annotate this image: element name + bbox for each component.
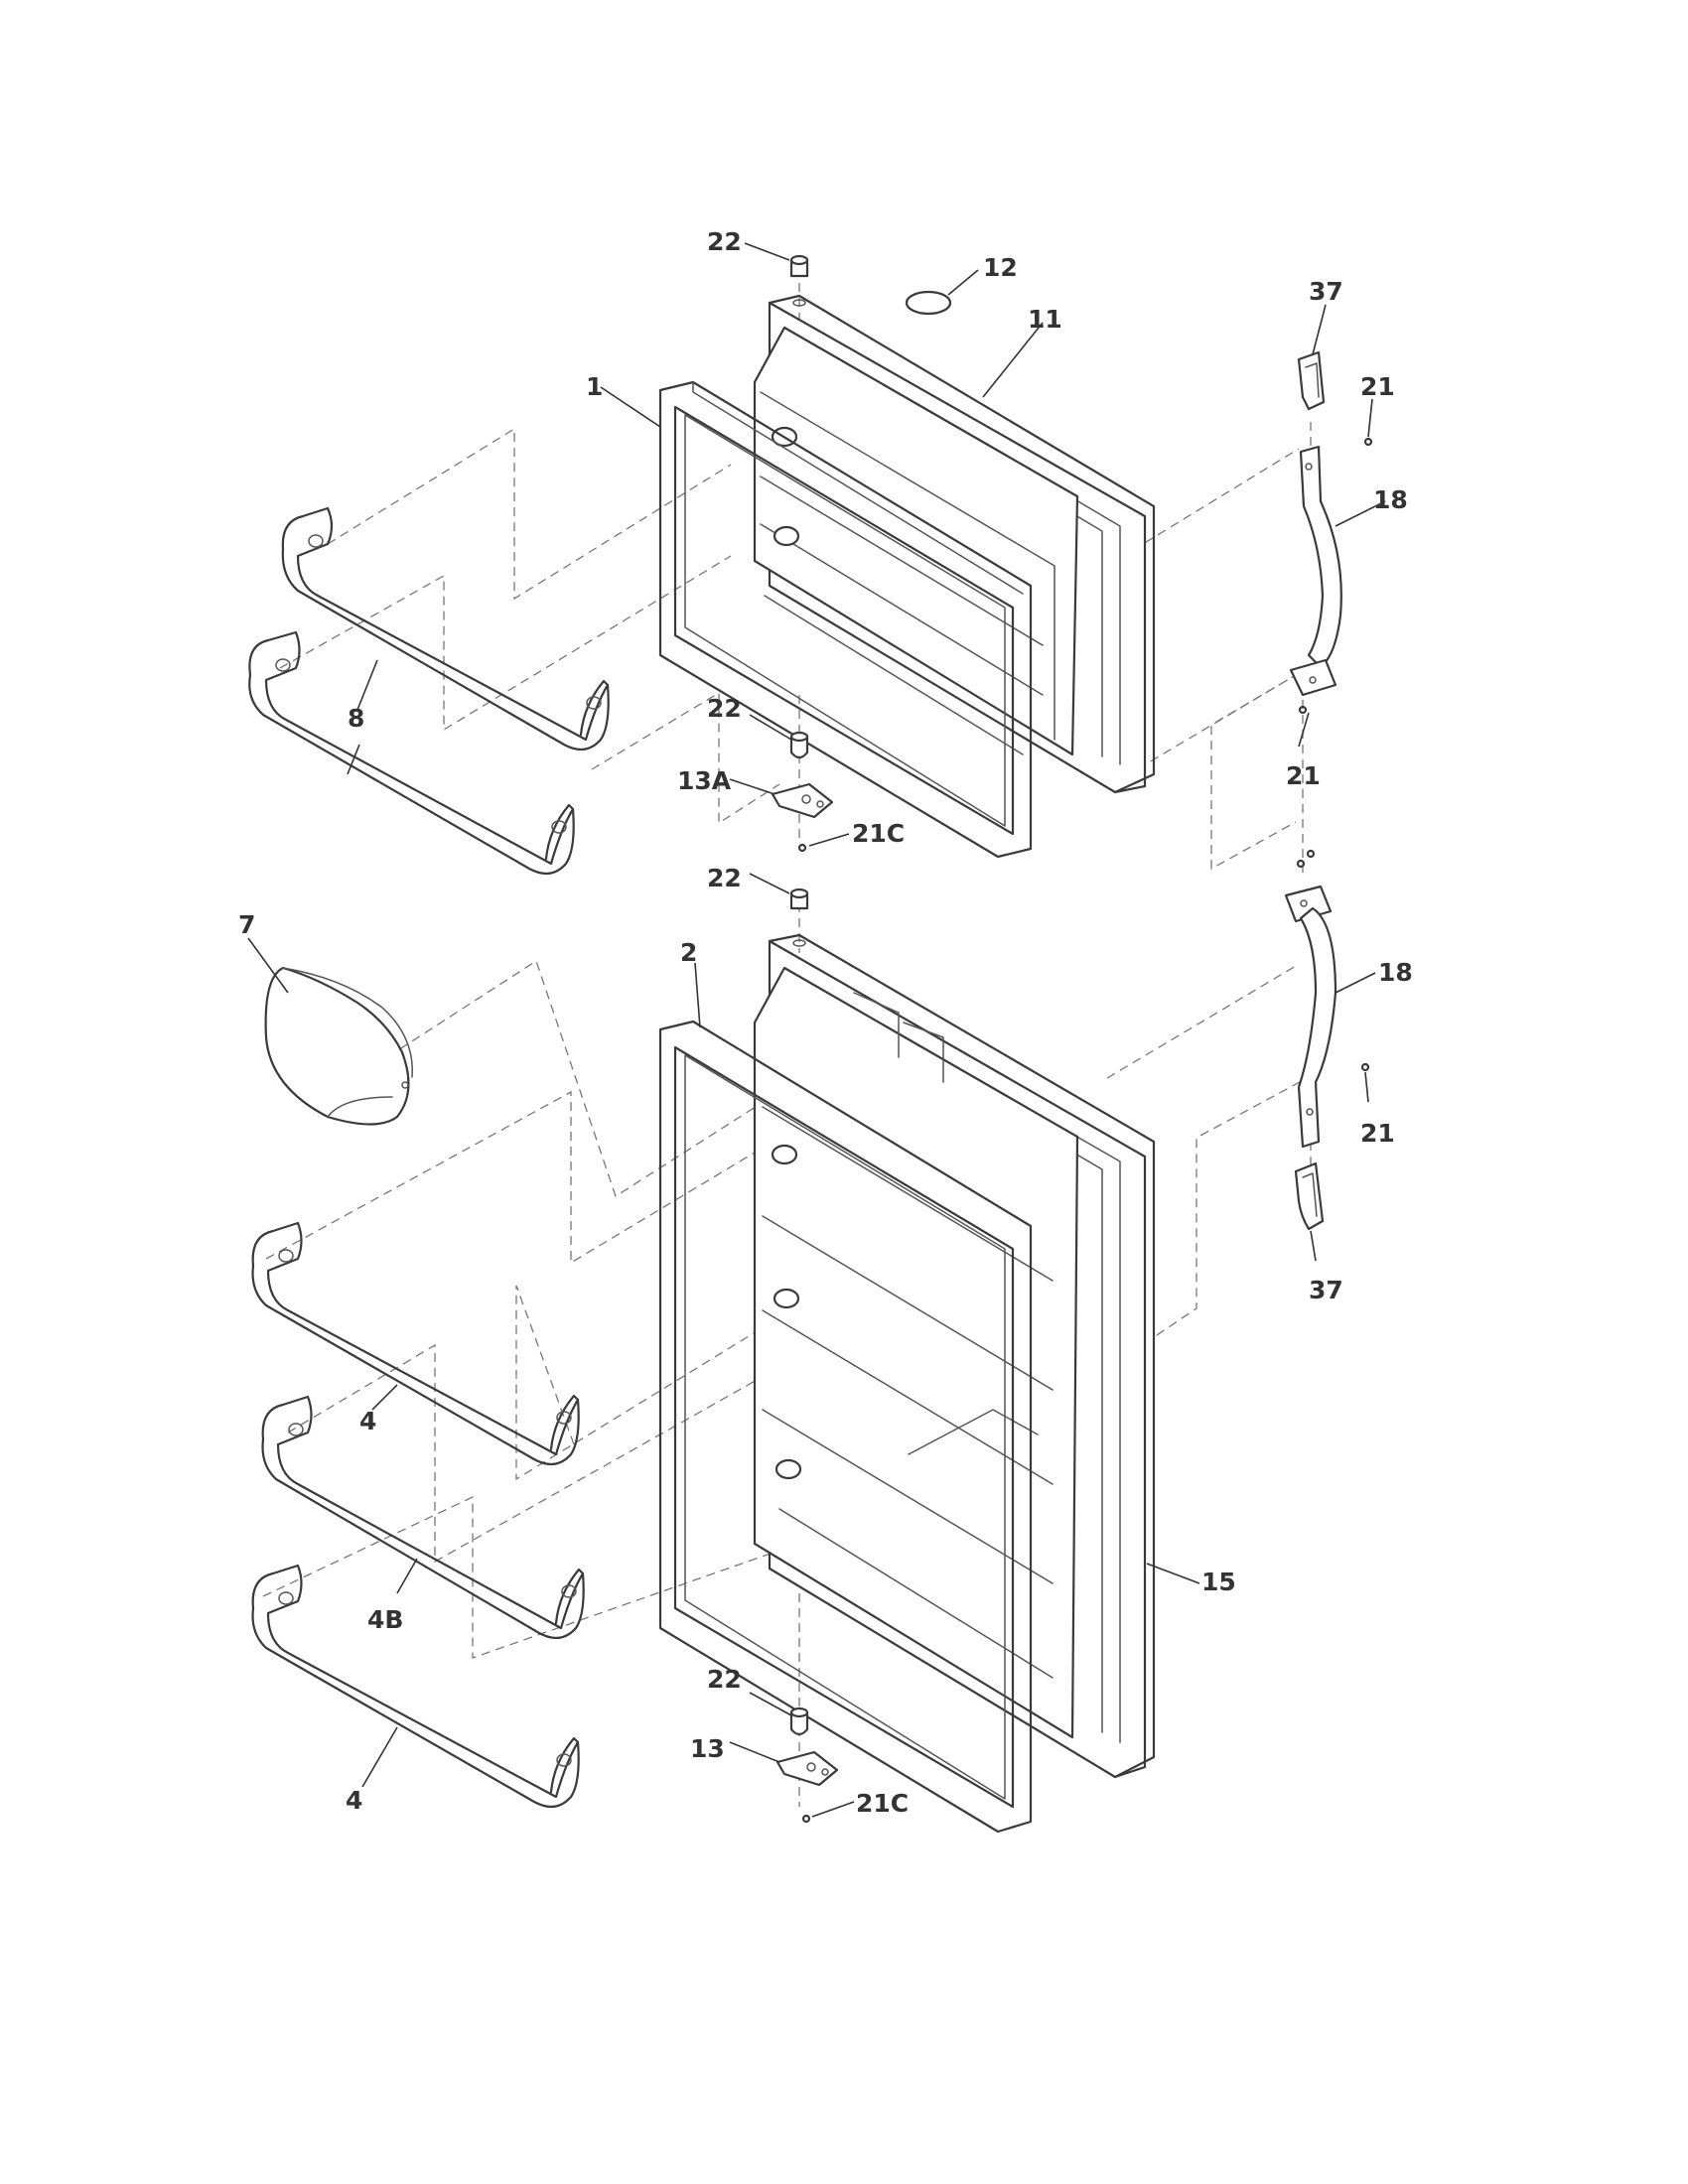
- callout-4-top: 4: [359, 1407, 376, 1435]
- callout-37-bot: 37: [1309, 1276, 1343, 1304]
- callout-11: 11: [1028, 305, 1062, 334]
- freezer-door-gasket: [658, 380, 1033, 859]
- callout-12: 12: [983, 253, 1018, 282]
- callout-21-a: 21: [1360, 372, 1395, 401]
- bottom-hinge-13: [775, 1750, 839, 1787]
- callout-15: 15: [1201, 1568, 1236, 1596]
- hinge-bushing-mid1: [789, 731, 809, 759]
- freezer-door-liner: [753, 326, 1079, 756]
- dairy-bin-cover: [264, 966, 413, 1126]
- fresh-food-door-liner: [753, 966, 1079, 1739]
- screw-21-b2: [1306, 849, 1316, 859]
- callout-4b: 4B: [367, 1605, 403, 1634]
- callout-labels: 22 12 11 1 37 21 18 8 22 13A 21C 21 22 7…: [238, 227, 1413, 1818]
- door-shelf-bar-4-lower: [251, 1564, 580, 1809]
- callout-13: 13: [690, 1734, 725, 1763]
- callout-22-top: 22: [707, 227, 742, 256]
- hinge-bushing-bottom: [789, 1706, 809, 1736]
- leader-lines: [247, 242, 1386, 1818]
- door-shelf-bar-4b: [261, 1395, 585, 1640]
- center-hinge-13a: [771, 782, 834, 819]
- screw-21-c: [1360, 1062, 1370, 1072]
- handle-trim-37-top: [1297, 350, 1326, 411]
- plug-button-12: [905, 290, 952, 316]
- callout-22-bot: 22: [707, 1665, 742, 1694]
- callout-7: 7: [238, 910, 255, 939]
- door-shelf-bar-4-upper: [251, 1221, 580, 1466]
- callout-1: 1: [586, 372, 603, 401]
- door-shelf-bar-8-upper: [281, 506, 610, 751]
- callout-4-bot: 4: [346, 1786, 362, 1815]
- callout-18-bot: 18: [1378, 958, 1413, 987]
- callout-18-top: 18: [1373, 485, 1408, 514]
- door-shelf-bar-8-lower: [248, 630, 575, 876]
- callout-13a: 13A: [677, 766, 732, 795]
- door-handle-18-bottom: [1284, 885, 1337, 1149]
- callout-2: 2: [680, 938, 697, 967]
- callout-8: 8: [348, 704, 364, 733]
- callout-21c-bot: 21C: [856, 1789, 909, 1818]
- screw-21-b1: [1298, 705, 1308, 715]
- screw-21-b3: [1296, 859, 1306, 869]
- callout-21-b: 21: [1286, 761, 1321, 790]
- door-handle-18-top: [1289, 445, 1342, 697]
- callout-22-mid1: 22: [707, 694, 742, 723]
- screw-21-a: [1363, 437, 1373, 447]
- hinge-pin-top: [789, 254, 809, 307]
- callout-21-c: 21: [1360, 1119, 1395, 1148]
- fresh-food-door-gasket: [658, 1020, 1033, 1834]
- callout-37-top: 37: [1309, 277, 1343, 306]
- screw-21c-top: [797, 843, 807, 853]
- screw-21c-bottom: [801, 1814, 811, 1824]
- hinge-pin-mid2: [789, 887, 809, 947]
- handle-trim-37-bottom: [1294, 1161, 1325, 1231]
- callout-22-mid2: 22: [707, 864, 742, 892]
- callout-21c-top: 21C: [852, 819, 905, 848]
